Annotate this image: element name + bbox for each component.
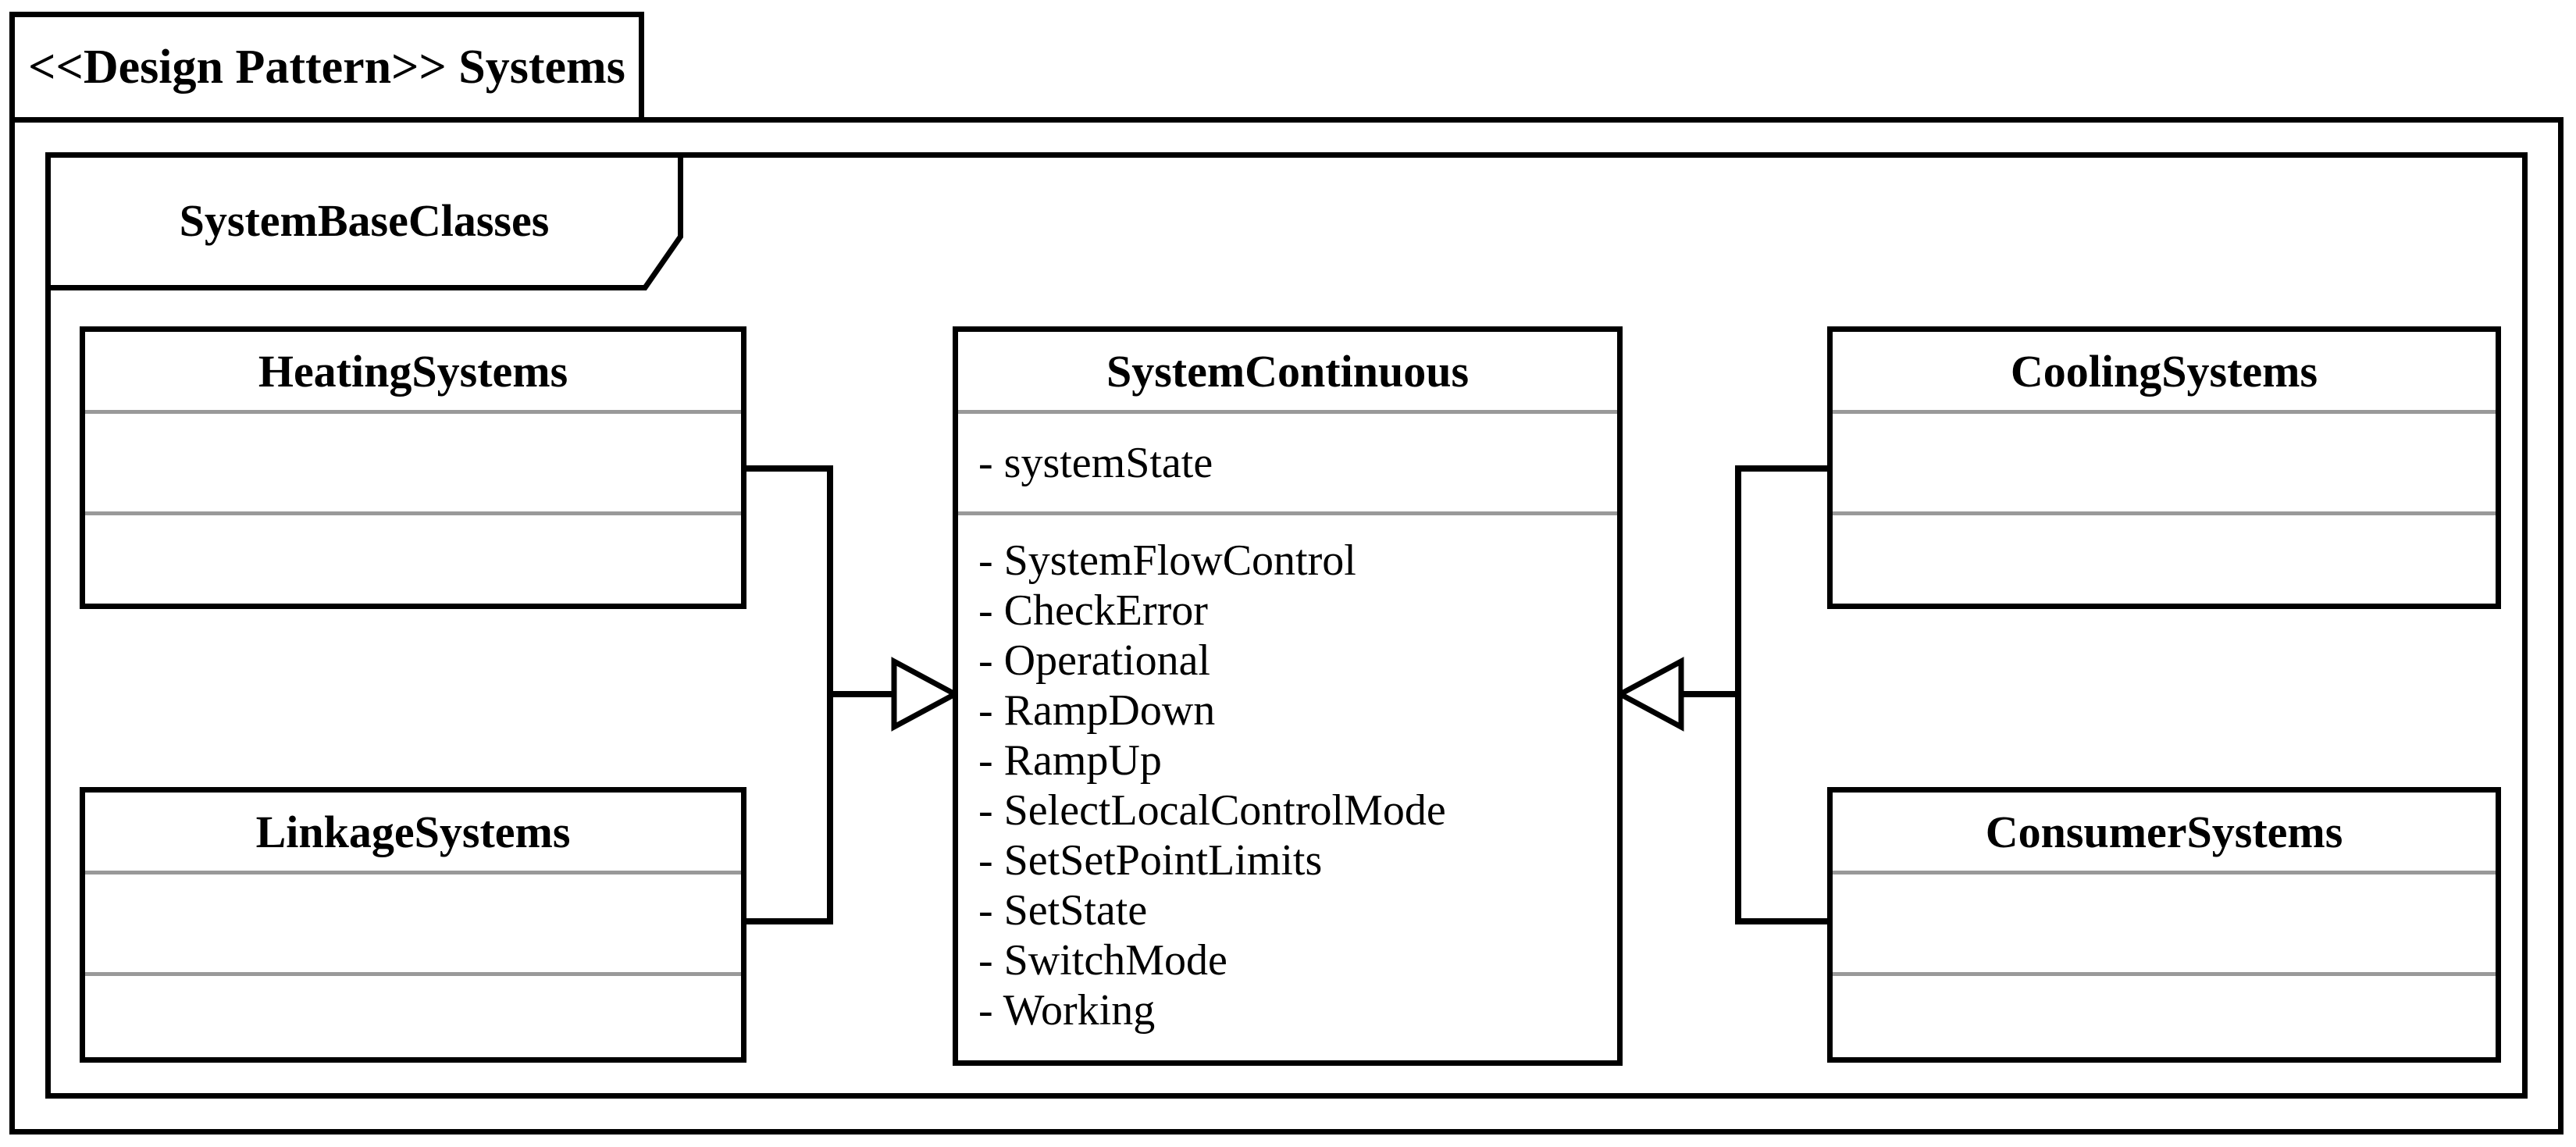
package-name: SystemBaseClasses [179,194,550,246]
operation-item: - Operational [978,636,1210,685]
attributes-compartment: - systemState [958,410,1617,511]
operations-compartment: - SystemFlowControl - CheckError - Opera… [958,511,1617,1060]
operation-item: - CheckError [978,586,1208,635]
operations-compartment [85,972,741,1057]
operation-item: - RampUp [978,736,1162,785]
operation-item: - Working [978,986,1156,1035]
class-name: SystemContinuous [1106,345,1470,397]
operation-item: - SelectLocalControlMode [978,786,1446,835]
operations-compartment [1833,511,2496,604]
class-systemcontinuous: SystemContinuous - systemState - SystemF… [953,326,1623,1066]
attributes-compartment [1833,871,2496,972]
operation-item: - SetSetPointLimits [978,836,1323,885]
design-pattern-package-tab: <<Design Pattern>> Systems [9,12,644,117]
attributes-compartment [85,871,741,972]
class-linkagesystems: LinkageSystems [80,787,746,1063]
operations-compartment [1833,972,2496,1057]
operation-item: - SetState [978,886,1148,935]
class-name: ConsumerSystems [1985,806,2343,857]
class-name: LinkageSystems [255,806,571,857]
attribute-item: - systemState [978,438,1213,487]
class-heatingsystems: HeatingSystems [80,326,746,609]
systembaseclasses-package-body [45,152,2528,1099]
attributes-compartment [1833,410,2496,511]
class-coolingsystems: CoolingSystems [1827,326,2501,609]
diagram-title: <<Design Pattern>> Systems [28,40,625,94]
class-name: HeatingSystems [258,345,568,397]
design-pattern-package-frame [9,117,2564,1135]
class-name: CoolingSystems [2010,345,2318,397]
operation-item: - RampDown [978,686,1216,735]
class-consumersystems: ConsumerSystems [1827,787,2501,1063]
operations-compartment [85,511,741,604]
operation-item: - SwitchMode [978,936,1227,985]
operation-item: - SystemFlowControl [978,536,1356,585]
attributes-compartment [85,410,741,511]
